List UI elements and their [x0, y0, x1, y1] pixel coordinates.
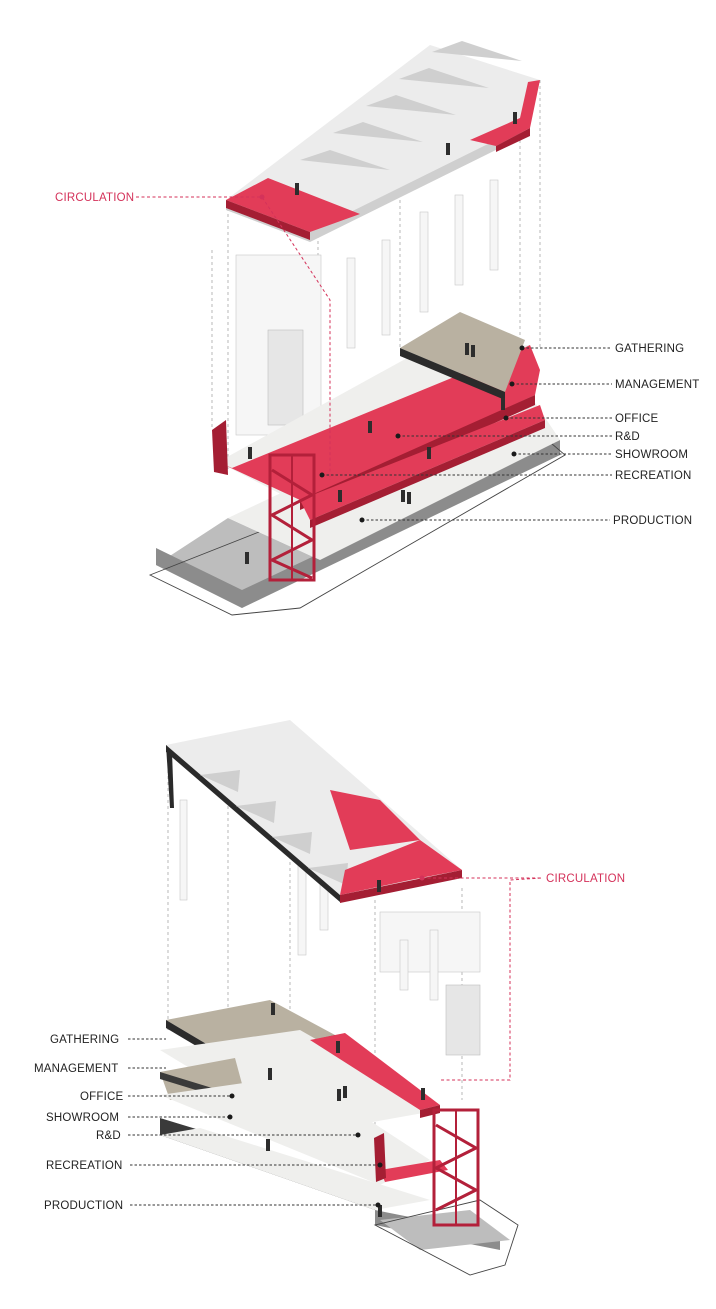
bottom-ghost-structure [179, 799, 481, 1056]
top-circulation-ramp [212, 345, 545, 528]
top-showroom-callout: SHOWROOM [511, 449, 688, 461]
person-icon [421, 1088, 425, 1100]
top-axonometric: CIRCULATION GATHERING MANAGEMENT OFFICE … [55, 41, 699, 616]
top-office-callout: OFFICE [503, 413, 658, 425]
person-icon [295, 183, 299, 195]
top-roof [226, 41, 540, 242]
label-showroom: SHOWROOM [46, 1112, 119, 1124]
label-recreation: RECREATION [615, 470, 692, 482]
top-management-callout: MANAGEMENT [509, 379, 699, 391]
bottom-rd-callout: R&D [96, 1130, 361, 1142]
label-management: MANAGEMENT [34, 1063, 118, 1075]
top-ghost-structure [235, 179, 499, 436]
person-icon [271, 1003, 275, 1015]
top-roof-people [295, 112, 517, 195]
top-stair-tower [268, 453, 316, 582]
label-management: MANAGEMENT [615, 379, 699, 391]
bottom-production-callout: PRODUCTION [44, 1200, 381, 1212]
person-icon [513, 112, 517, 124]
label-gathering: GATHERING [615, 343, 684, 355]
person-icon [465, 343, 469, 355]
person-icon [266, 1139, 270, 1151]
bottom-roof [166, 720, 462, 903]
label-production: PRODUCTION [613, 515, 692, 527]
person-icon [401, 490, 405, 502]
label-circulation: CIRCULATION [55, 192, 134, 204]
bottom-circulation-ramp [310, 1033, 448, 1182]
label-showroom: SHOWROOM [615, 449, 688, 461]
bottom-management-callout: MANAGEMENT [34, 1063, 166, 1075]
bottom-axonometric: CIRCULATION GATHERING MANAGEMENT OFFICE … [34, 720, 625, 1276]
person-icon [336, 1041, 340, 1053]
person-icon [337, 1089, 341, 1101]
person-icon [368, 421, 372, 433]
top-circulation-callout: CIRCULATION [55, 192, 331, 480]
label-recreation: RECREATION [46, 1160, 123, 1172]
person-icon [471, 345, 475, 357]
top-recreation-callout: RECREATION [319, 470, 692, 482]
person-icon [446, 143, 450, 155]
bottom-people [266, 1003, 425, 1217]
person-icon [427, 447, 431, 459]
person-icon [343, 1086, 347, 1098]
person-icon [407, 492, 411, 504]
bottom-recreation-callout: RECREATION [46, 1160, 383, 1172]
bottom-circulation-callout: CIRCULATION [419, 873, 625, 1081]
person-icon [248, 447, 252, 459]
person-icon [338, 490, 342, 502]
bottom-gathering-callout: GATHERING [50, 1034, 166, 1046]
top-rd-callout: R&D [395, 431, 640, 443]
person-icon [378, 1205, 382, 1217]
label-office: OFFICE [80, 1091, 123, 1103]
label-office: OFFICE [615, 413, 658, 425]
top-production-callout: PRODUCTION [359, 515, 692, 527]
top-gathering-callout: GATHERING [519, 343, 684, 355]
bottom-office-callout: OFFICE [80, 1091, 235, 1103]
label-production: PRODUCTION [44, 1200, 123, 1212]
top-floor-people [245, 343, 505, 564]
label-rd: R&D [615, 431, 640, 443]
label-gathering: GATHERING [50, 1034, 119, 1046]
label-circulation: CIRCULATION [546, 873, 625, 885]
person-icon [245, 552, 249, 564]
person-icon [501, 398, 505, 410]
label-rd: R&D [96, 1130, 121, 1142]
person-icon [377, 880, 381, 892]
person-icon [268, 1068, 272, 1080]
bottom-showroom-callout: SHOWROOM [46, 1112, 233, 1124]
bottom-stair-tower [432, 1108, 480, 1227]
top-gathering-slab [400, 312, 525, 400]
